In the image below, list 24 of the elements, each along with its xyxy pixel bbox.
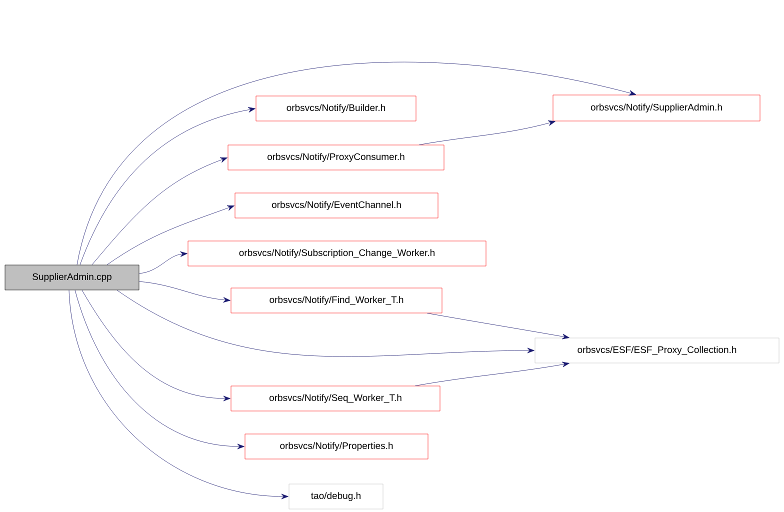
file-box: orbsvcs/Notify/Find_Worker_T.h (230, 288, 442, 314)
file-box: orbsvcs/Notify/Properties.h (244, 434, 428, 460)
arrow (80, 107, 256, 265)
arrow (415, 362, 570, 386)
file-box: orbsvcs/Notify/Builder.h (256, 96, 416, 122)
file-box: orbsvcs/Notify/EventChannel.h (234, 192, 438, 218)
file-box: orbsvcs/Notify/Subscription_Change_Worker.h (188, 240, 486, 266)
arrow (139, 251, 188, 274)
file-box: orbsvcs/Notify/SupplierAdmin.h (552, 94, 760, 122)
arrow (106, 205, 234, 265)
arrow (139, 281, 230, 303)
arrow (68, 290, 288, 500)
arrow (419, 120, 556, 145)
arrow (427, 313, 570, 340)
arrow (82, 290, 230, 402)
arrow (116, 290, 534, 357)
file-box: orbsvcs/Notify/Seq_Worker_T.h (230, 386, 440, 412)
file-box: orbsvcs/Notify/ProxyConsumer.h (228, 144, 444, 170)
arrow (74, 290, 244, 450)
arrow (76, 62, 636, 265)
file-box: orbsvcs/ESF/ESF_Proxy_Collection.h (534, 338, 780, 364)
arrow (92, 157, 228, 265)
file-box: SupplierAdmin.cpp (4, 264, 140, 290)
file-box: tao/debug.h (288, 484, 384, 510)
